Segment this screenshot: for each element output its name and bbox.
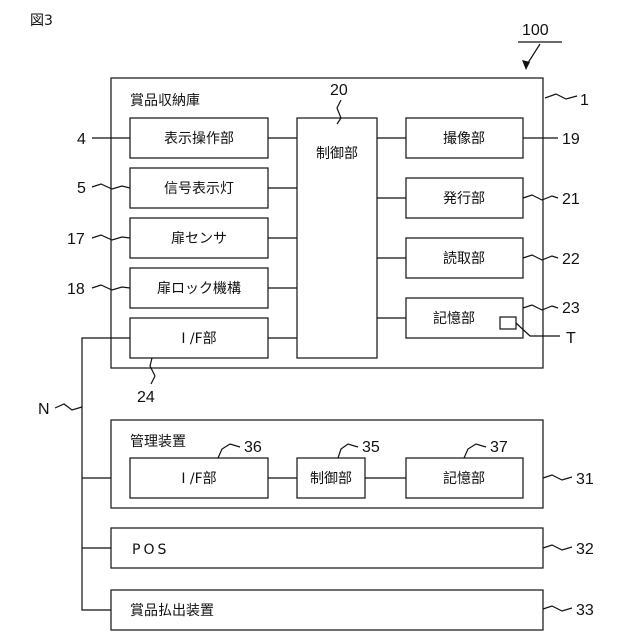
storage-title: 賞品収納庫	[130, 92, 200, 109]
display-operation-label: 表示操作部	[164, 131, 234, 147]
management-interface-label: I /F部	[181, 471, 216, 487]
network-label: N	[38, 401, 50, 418]
pos-leader	[543, 545, 572, 550]
management-leader	[543, 475, 572, 480]
management-interface-number: 36	[244, 439, 262, 456]
interface-unit-label: I /F部	[181, 331, 216, 347]
pos-label: POS	[132, 542, 169, 558]
signal-lamp-label: 信号表示灯	[164, 181, 234, 197]
pos-box	[111, 528, 543, 568]
storage-number: 1	[580, 92, 589, 109]
management-controller-label: 制御部	[310, 471, 352, 487]
issuing-unit-number: 21	[562, 191, 580, 208]
imaging-unit-label: 撮像部	[443, 130, 485, 147]
storage-memory-label: 記憶部	[433, 310, 475, 327]
payout-leader	[543, 606, 572, 611]
imaging-unit-number: 19	[562, 131, 580, 148]
network-leader	[55, 404, 82, 410]
pos-number: 32	[576, 541, 594, 558]
table-t-marker	[500, 317, 516, 329]
management-memory-label: 記憶部	[443, 470, 485, 487]
management-title: 管理装置	[130, 434, 186, 450]
signal-lamp-number: 5	[77, 180, 86, 197]
door-lock-number: 18	[67, 281, 85, 298]
reading-unit-number: 22	[562, 251, 580, 268]
door-lock-label: 扉ロック機構	[157, 281, 241, 297]
reading-unit-label: 読取部	[443, 250, 485, 267]
display-operation-number: 4	[77, 131, 86, 148]
interface-unit-number: 24	[137, 389, 155, 406]
figure-label: 図3	[30, 13, 53, 29]
management-controller-number: 35	[362, 439, 380, 456]
door-sensor-label: 扉センサ	[171, 231, 227, 247]
payout-label: 賞品払出装置	[130, 603, 214, 619]
issuing-unit-label: 発行部	[443, 191, 485, 207]
table-t-label: T	[566, 330, 576, 347]
system-number: 100	[522, 22, 549, 39]
management-number: 31	[576, 471, 594, 488]
management-memory-number: 37	[490, 439, 508, 456]
storage-leader	[545, 94, 577, 99]
controller-number: 20	[330, 82, 348, 99]
storage-memory-number: 23	[562, 300, 580, 317]
payout-number: 33	[576, 602, 594, 619]
door-sensor-number: 17	[67, 231, 85, 248]
controller-label: 制御部	[316, 146, 358, 162]
